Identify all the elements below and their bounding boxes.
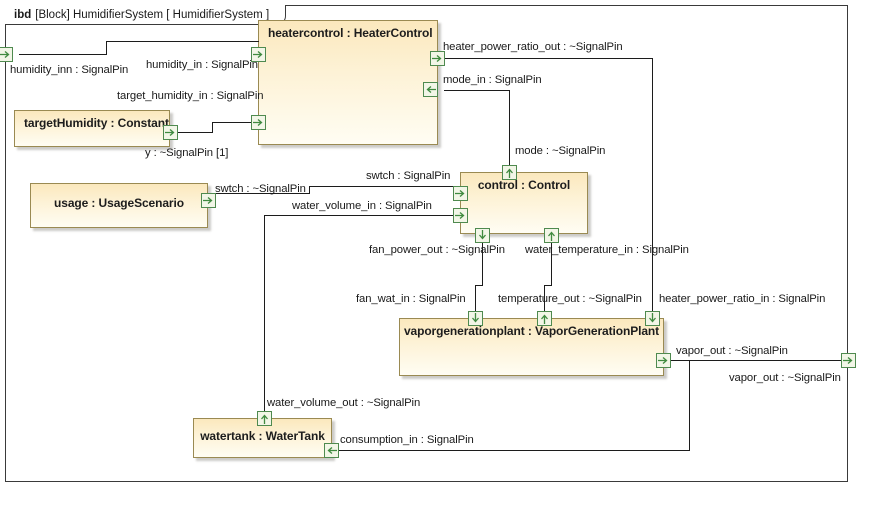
connector-humidity [19,54,107,55]
port-label-water-temperature-in: water_temperature_in : SignalPin [525,244,689,256]
port-label-y: y : ~SignalPin [1] [145,147,229,159]
port-label-swtch-out: swtch : ~SignalPin [215,183,306,195]
connector-targethumidity-seg3 [212,122,259,123]
port-y[interactable] [163,125,178,140]
connector-humidity-seg3 [106,41,259,42]
part-watertank-label: watertank : WaterTank [200,429,325,443]
port-label-consumption-in: consumption_in : SignalPin [340,434,474,446]
port-label-humidity-in: humidity_in : SignalPin [146,59,258,71]
port-consumption-in[interactable] [324,443,339,458]
port-label-target-humidity-in: target_humidity_in : SignalPin [117,90,264,102]
connector-mode-seg2 [509,90,510,165]
connector-temperature-seg3 [544,285,545,313]
diagram-title-label: [Block] HumidifierSystem [ HumidifierSys… [35,8,270,21]
part-usage-label: usage : UsageScenario [54,196,184,210]
connector-targethumidity [177,132,213,133]
diagram-frame-header: ibd [Block] HumidifierSystem [ Humidifie… [5,5,287,25]
port-fan-wat-in[interactable] [468,311,483,326]
connector-consumption-seg2 [338,450,690,451]
connector-mode [444,90,510,91]
port-heater-power-ratio-out[interactable] [430,51,445,66]
connector-temperature-seg2 [544,285,552,286]
port-swtch-in[interactable] [453,186,468,201]
port-label-heater-power-ratio-out: heater_power_ratio_out : ~SignalPin [443,41,623,53]
connector-consumption [689,360,690,451]
part-heatercontrol-label: heatercontrol : HeaterControl [268,26,433,40]
port-label-vapor-out-plant: vapor_out : ~SignalPin [676,345,788,357]
connector-targethumidity-seg2 [212,122,213,133]
port-label-vapor-out-system: vapor_out : ~SignalPin [729,372,841,384]
port-fan-power-out[interactable] [475,228,490,243]
part-heatercontrol[interactable]: heatercontrol : HeaterControl [258,20,438,145]
port-label-mode: mode : ~SignalPin [515,145,606,157]
port-label-swtch-in: swtch : SignalPin [366,170,451,182]
part-vaporgenerationplant-label: vaporgenerationplant : VaporGenerationPl… [403,324,660,338]
port-vapor-out-system[interactable] [841,353,856,368]
port-water-volume-out[interactable] [257,411,272,426]
port-label-water-volume-out: water_volume_out : ~SignalPin [267,397,421,409]
connector-watervolume-seg2 [264,215,461,216]
part-targetHumidity-label: targetHumidity : Constant [24,116,169,130]
connector-swtch-seg2 [309,186,310,194]
connector-heaterpower-seg2 [652,58,653,312]
port-label-mode-in: mode_in : SignalPin [443,74,542,86]
connector-temperature [551,240,552,285]
connector-fanpower [482,240,483,285]
connector-swtch [215,193,310,194]
port-humidity-in[interactable] [251,47,266,62]
port-label-heater-power-ratio-in: heater_power_ratio_in : SignalPin [659,293,826,305]
port-label-humidity-inn: humidity_inn : SignalPin [10,64,129,76]
connector-fanpower-seg2 [475,285,483,286]
port-swtch-out[interactable] [201,193,216,208]
port-mode-in[interactable] [423,82,438,97]
part-usage[interactable]: usage : UsageScenario [30,183,208,228]
port-vapor-out-plant[interactable] [656,353,671,368]
part-targetHumidity[interactable]: targetHumidity : Constant [14,110,170,147]
port-label-water-volume-in: water_volume_in : SignalPin [292,200,432,212]
connector-vaporout [670,360,843,361]
diagram-kind-label: ibd [14,8,32,21]
connector-watervolume [264,215,265,423]
port-heater-power-ratio-in[interactable] [645,311,660,326]
port-humidity-inn[interactable] [0,47,13,62]
part-vaporgenerationplant[interactable]: vaporgenerationplant : VaporGenerationPl… [399,318,664,376]
connector-humidity-seg2 [106,41,107,55]
port-target-humidity-in[interactable] [251,115,266,130]
port-label-temperature-out: temperature_out : ~SignalPin [498,293,642,305]
port-water-volume-in[interactable] [453,208,468,223]
port-label-fan-power-out: fan_power_out : ~SignalPin [369,244,505,256]
connector-heaterpower [444,58,653,59]
port-label-fan-wat-in: fan_wat_in : SignalPin [356,293,466,305]
part-control[interactable]: control : Control [460,172,588,234]
port-temperature-out[interactable] [537,311,552,326]
connector-swtch-seg3 [309,186,461,187]
port-mode[interactable] [502,165,517,180]
port-water-temperature-in[interactable] [544,228,559,243]
part-control-label: control : Control [477,178,571,192]
connector-fanpower-seg3 [475,285,476,313]
